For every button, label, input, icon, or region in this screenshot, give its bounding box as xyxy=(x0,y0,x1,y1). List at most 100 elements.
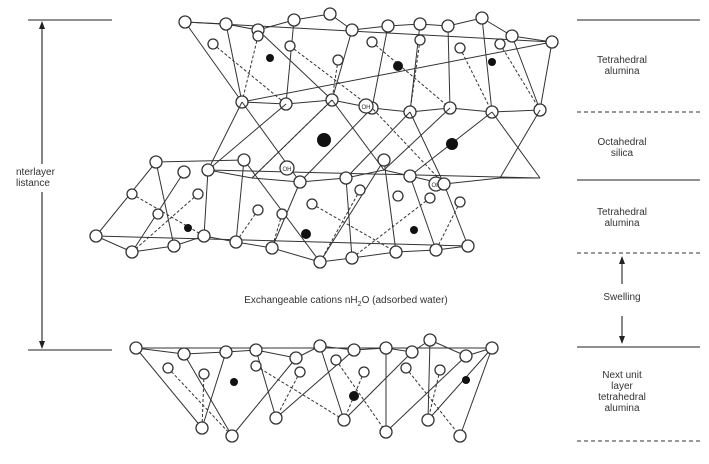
bond-line xyxy=(331,29,353,101)
bond-line xyxy=(95,235,469,247)
bond-line xyxy=(395,249,437,253)
oxygen-atom xyxy=(149,155,163,169)
bond-line xyxy=(499,109,541,179)
oxygen-atom xyxy=(125,245,139,259)
oxygen-atom xyxy=(405,345,419,359)
oxygen-atom xyxy=(192,188,204,200)
bond-line xyxy=(184,21,553,43)
swelling-arrows xyxy=(619,256,625,344)
bond-line xyxy=(443,183,469,247)
bond-line xyxy=(319,159,385,263)
bond-line xyxy=(155,161,175,247)
bond-line xyxy=(251,177,301,183)
bond-line xyxy=(95,161,157,237)
oxygen-atom xyxy=(429,243,443,257)
bond-line xyxy=(251,99,333,179)
oxygen-atom xyxy=(366,36,378,48)
bond-line xyxy=(427,339,431,421)
oxygen-atom xyxy=(437,177,451,191)
oxygen-atom xyxy=(219,345,233,359)
oxygen-atom xyxy=(421,413,435,427)
bond-line xyxy=(331,59,339,101)
bond-line xyxy=(409,175,437,251)
interlayer-label-bg xyxy=(14,164,72,192)
oxygen-atom xyxy=(358,98,374,114)
bond-line xyxy=(383,107,451,171)
oxygen-atom xyxy=(454,42,466,54)
oxygen-atom xyxy=(198,368,210,380)
bond-line xyxy=(183,351,227,355)
bond-line xyxy=(319,189,361,263)
oxygen-atom xyxy=(265,241,279,255)
oxygen-atom xyxy=(339,171,353,185)
oxygen-atom xyxy=(197,229,211,243)
bond-line xyxy=(427,369,441,421)
oxygen-atom xyxy=(392,190,404,202)
oxygen-atom xyxy=(332,54,344,66)
oxygen-atom xyxy=(434,364,446,376)
layer-boundaries xyxy=(577,19,700,442)
oxygen-atom xyxy=(347,343,361,357)
oxygen-atom xyxy=(287,13,301,27)
bond-line xyxy=(271,247,321,263)
bond-line xyxy=(491,111,541,179)
bond-line xyxy=(351,197,431,259)
bond-line xyxy=(443,177,501,185)
oxygen-atom xyxy=(269,411,283,425)
oxygen-atom xyxy=(249,343,263,357)
oxygen-atom xyxy=(345,23,359,37)
oxygen-atom xyxy=(403,169,417,183)
oxygen-atom xyxy=(294,366,306,378)
oxygen-atom xyxy=(289,351,303,365)
oxygen-atom xyxy=(177,165,191,179)
hydroxyl-label: OH xyxy=(432,183,441,189)
oxygen-atom xyxy=(313,339,327,353)
bond-line xyxy=(299,177,347,183)
bond-line xyxy=(449,107,493,113)
bond-line xyxy=(409,111,445,185)
oxygen-atom xyxy=(413,17,427,31)
bond-line xyxy=(201,351,227,429)
bond-line xyxy=(131,245,175,253)
crystal-structure: OH OH OH xyxy=(89,7,559,443)
bond-line xyxy=(135,347,185,355)
bond-line xyxy=(405,367,461,437)
cation-dot xyxy=(488,58,496,66)
oxygen-atom xyxy=(89,229,103,243)
oxygen-atom xyxy=(379,341,393,355)
oxygen-atom xyxy=(177,347,191,361)
cation-dot xyxy=(393,61,403,71)
oxygen-atom xyxy=(293,175,307,189)
cation-dot xyxy=(462,376,470,384)
bond-line xyxy=(371,41,451,109)
bond-line xyxy=(285,19,295,105)
cation-dot xyxy=(266,54,274,62)
layer-label-swelling: Swelling xyxy=(603,292,640,303)
bond-line xyxy=(351,251,397,259)
bond-line xyxy=(383,159,397,253)
exchangeable-cations-label: Exchangeable cations nH2O (adsorbed wate… xyxy=(244,295,447,308)
hydroxyl-label: OH xyxy=(362,105,371,111)
oxygen-atom xyxy=(414,34,426,46)
bond-line xyxy=(225,23,243,103)
bond-line xyxy=(435,201,461,251)
bond-line xyxy=(427,347,493,421)
bond-line xyxy=(207,103,287,171)
cation-dot xyxy=(230,378,238,386)
bond-line xyxy=(131,193,205,237)
oxygen-atom xyxy=(129,341,143,355)
bond-line xyxy=(447,25,451,109)
oxygen-atom xyxy=(454,196,466,208)
oxygen-atom xyxy=(201,163,215,177)
oxygen-atom xyxy=(252,204,264,216)
bond-line xyxy=(203,169,209,237)
bond-line xyxy=(371,107,445,185)
oxygen-atom xyxy=(423,333,437,347)
oxygen-atom xyxy=(461,239,475,253)
hydroxyl-label: OH xyxy=(283,167,292,173)
bond-line xyxy=(275,349,355,419)
cation-dot xyxy=(446,138,458,150)
